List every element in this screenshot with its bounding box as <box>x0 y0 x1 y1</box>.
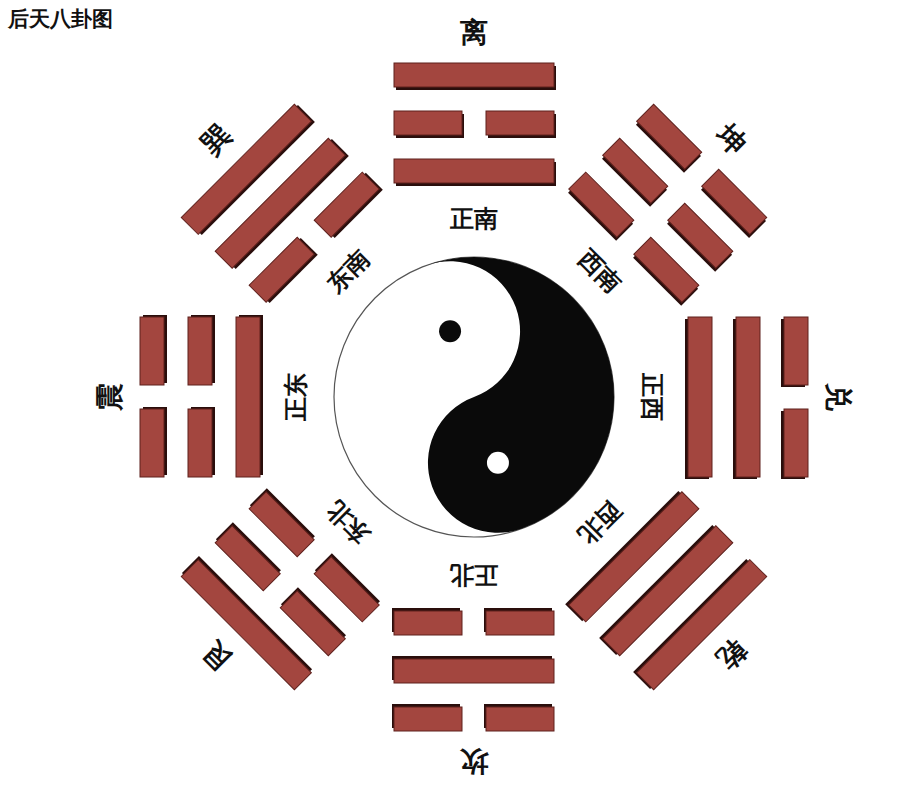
trigram-bar <box>394 659 554 683</box>
trigram-bar <box>668 203 733 268</box>
trigram-bar <box>394 111 462 135</box>
trigram-bar <box>486 111 554 135</box>
trigram <box>567 104 769 306</box>
trigram <box>565 490 767 692</box>
trigram-bar <box>784 409 808 477</box>
trigram <box>140 315 263 477</box>
trigram-bar <box>736 317 760 477</box>
trigram-name: 兑 <box>824 383 852 411</box>
trigram-bar <box>215 138 345 268</box>
trigram-bar <box>394 707 462 731</box>
trigram-bar <box>784 317 808 385</box>
direction-label: 正北 <box>450 563 498 587</box>
trigram <box>392 608 554 731</box>
trigram-bar <box>280 591 345 656</box>
trigram-bar <box>188 409 212 477</box>
trigram-bar <box>394 611 462 635</box>
yin-dot <box>439 320 461 342</box>
trigram-bar <box>637 560 767 690</box>
trigram-name: 乾 <box>712 635 752 675</box>
trigram-name: 震 <box>96 383 124 411</box>
direction-label: 东南 <box>323 246 374 297</box>
trigram-name: 艮 <box>197 635 237 675</box>
trigram-bar <box>188 317 212 385</box>
direction-label: 正南 <box>450 207 498 231</box>
trigram-bar <box>140 317 164 385</box>
trigram-bar <box>637 104 702 169</box>
trigram-bar <box>702 169 767 234</box>
trigram-bar <box>569 172 634 237</box>
diagram-title: 后天八卦图 <box>8 8 113 31</box>
trigram-bar <box>181 104 311 234</box>
trigram <box>685 317 808 479</box>
trigram-bar <box>486 707 554 731</box>
direction-label: 西南 <box>574 246 625 297</box>
trigram-bar <box>314 172 379 237</box>
trigram-bar <box>394 63 554 87</box>
taiji-symbol <box>334 218 653 553</box>
yang-dot <box>487 452 509 474</box>
trigram-bar <box>688 317 712 477</box>
trigram-bar <box>634 237 699 302</box>
trigram-name: 坎 <box>460 747 488 775</box>
trigram-bar <box>603 526 733 656</box>
direction-label: 正西 <box>640 373 664 421</box>
trigram-bar <box>215 526 280 591</box>
trigram <box>394 63 556 186</box>
trigram-bar <box>603 138 668 203</box>
direction-label: 西北 <box>574 497 625 548</box>
trigram-bar <box>394 159 554 183</box>
trigram-bar <box>314 557 379 622</box>
trigram-name: 坤 <box>712 120 752 160</box>
trigram-bar <box>236 317 260 477</box>
trigram-name: 离 <box>460 19 488 47</box>
trigram <box>181 103 383 305</box>
yin-region <box>360 218 653 553</box>
trigram <box>180 488 382 690</box>
trigram-bar <box>249 492 314 557</box>
trigram-bar <box>249 237 314 302</box>
trigram-bar <box>181 560 311 690</box>
trigram-bar <box>140 409 164 477</box>
direction-label: 正东 <box>284 373 308 421</box>
trigram-name: 巽 <box>197 120 237 160</box>
direction-label: 东北 <box>323 497 374 548</box>
trigram-bar <box>486 611 554 635</box>
trigram-bar <box>569 492 699 622</box>
